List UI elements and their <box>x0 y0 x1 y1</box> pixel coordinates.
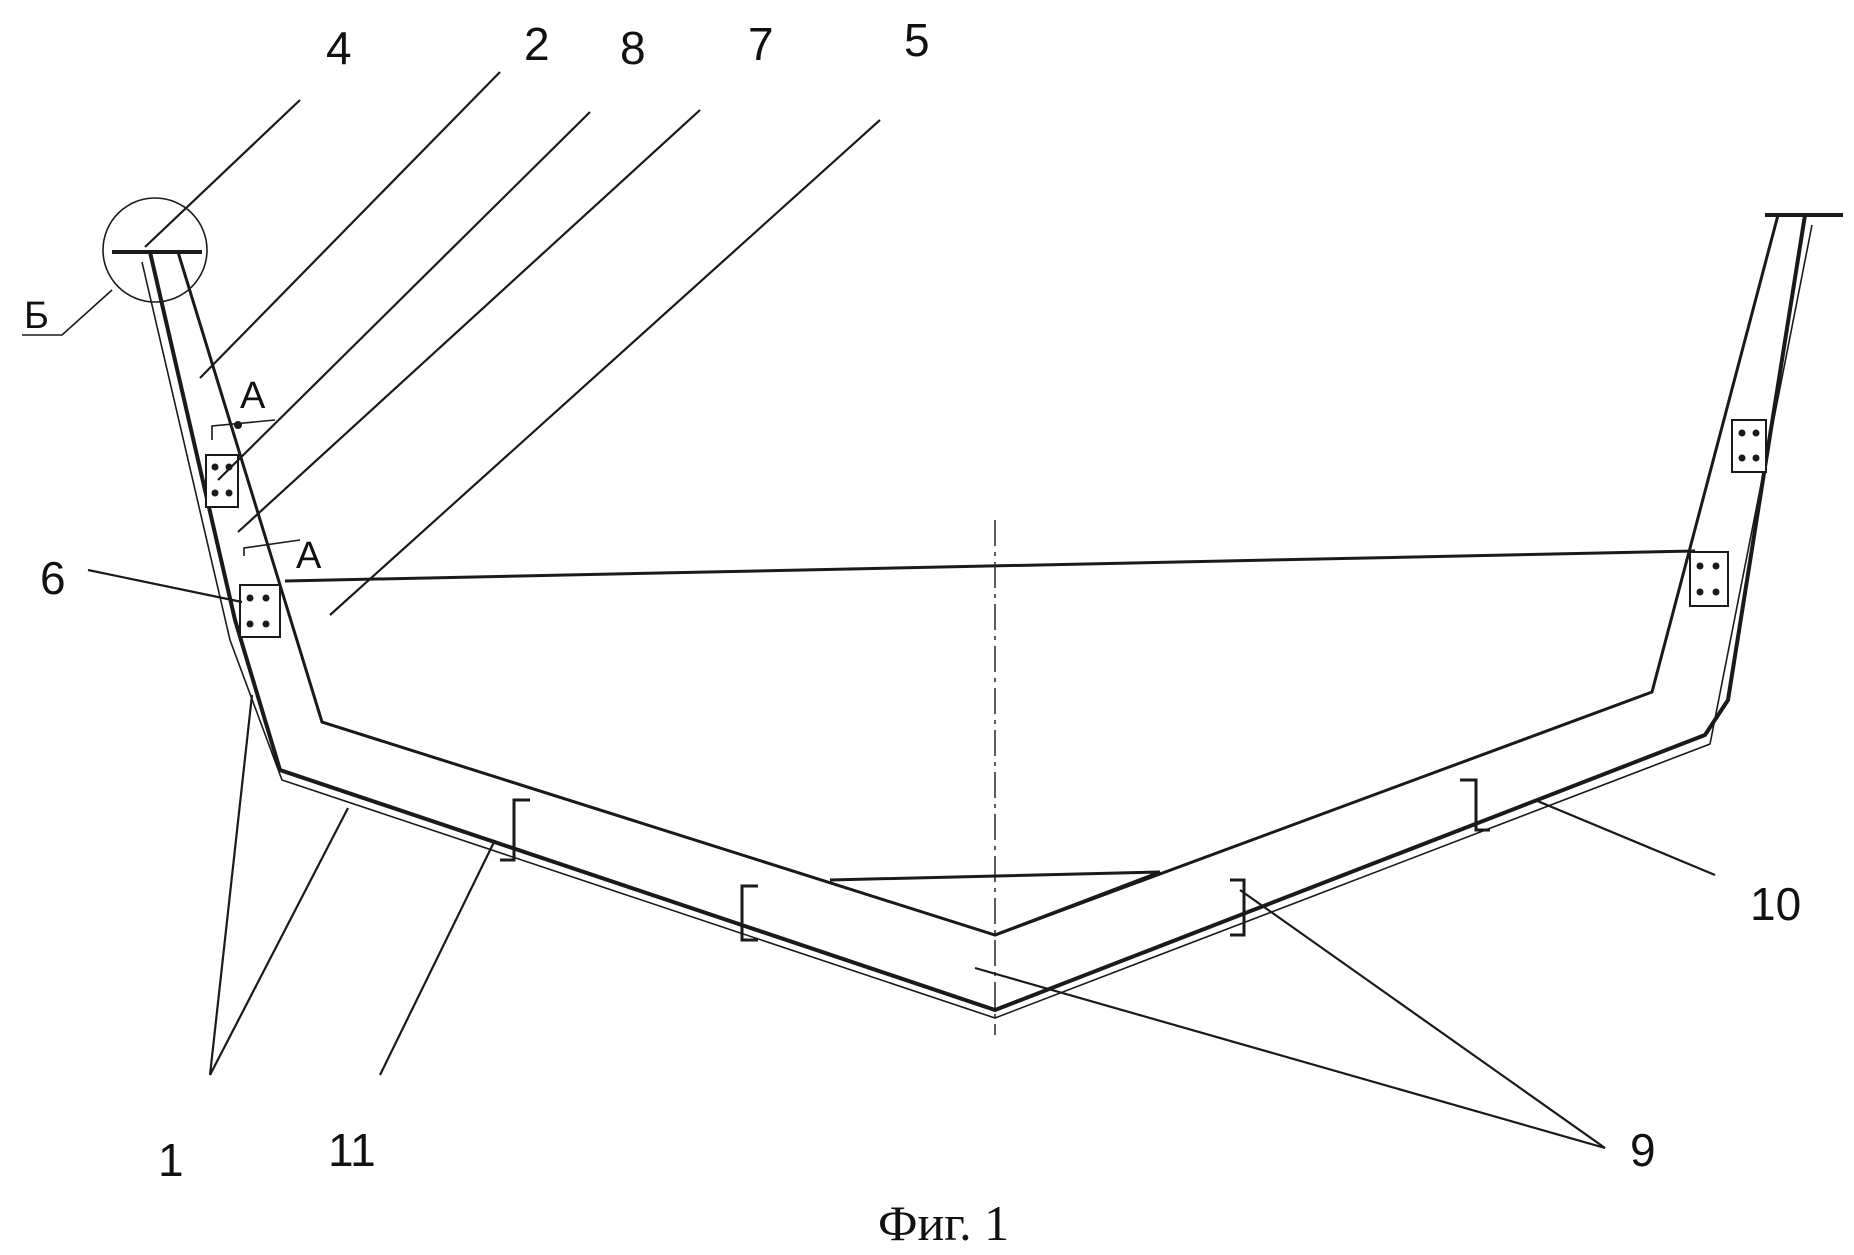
leader-lines <box>87 71 1716 1150</box>
label-6: 6 <box>40 552 66 604</box>
outer-skin <box>148 214 1807 1013</box>
section-a-top-label: A <box>240 375 266 417</box>
shell-plating <box>141 224 1813 1019</box>
inner-skin <box>176 214 1780 937</box>
section-a-bottom-label: A <box>296 535 322 577</box>
keel-wedge <box>829 870 1161 937</box>
label-7: 7 <box>748 18 774 70</box>
label-1: 1 <box>158 1134 184 1186</box>
figure-caption: Фиг. 1 <box>878 1195 1009 1251</box>
right-side-brackets <box>1689 419 1767 607</box>
section-a-marks: A A <box>211 375 322 577</box>
waterline <box>284 549 1696 583</box>
label-8: 8 <box>620 22 646 74</box>
deck-floor-panel <box>321 721 996 936</box>
label-9: 9 <box>1630 1124 1656 1176</box>
detail-b-callout: Б <box>22 197 208 337</box>
label-2: 2 <box>524 18 550 70</box>
hull-outline <box>112 213 1843 1019</box>
label-10: 10 <box>1750 878 1801 930</box>
part-labels: 4 2 8 7 5 6 10 1 11 9 <box>40 14 1801 1186</box>
detail-b-circle <box>102 197 208 303</box>
detail-b-label: Б <box>24 295 49 337</box>
bottom-stiffeners <box>500 778 1490 942</box>
label-11: 11 <box>328 1124 376 1176</box>
left-side-brackets <box>205 454 281 638</box>
label-5: 5 <box>904 14 930 66</box>
label-4: 4 <box>326 22 352 74</box>
